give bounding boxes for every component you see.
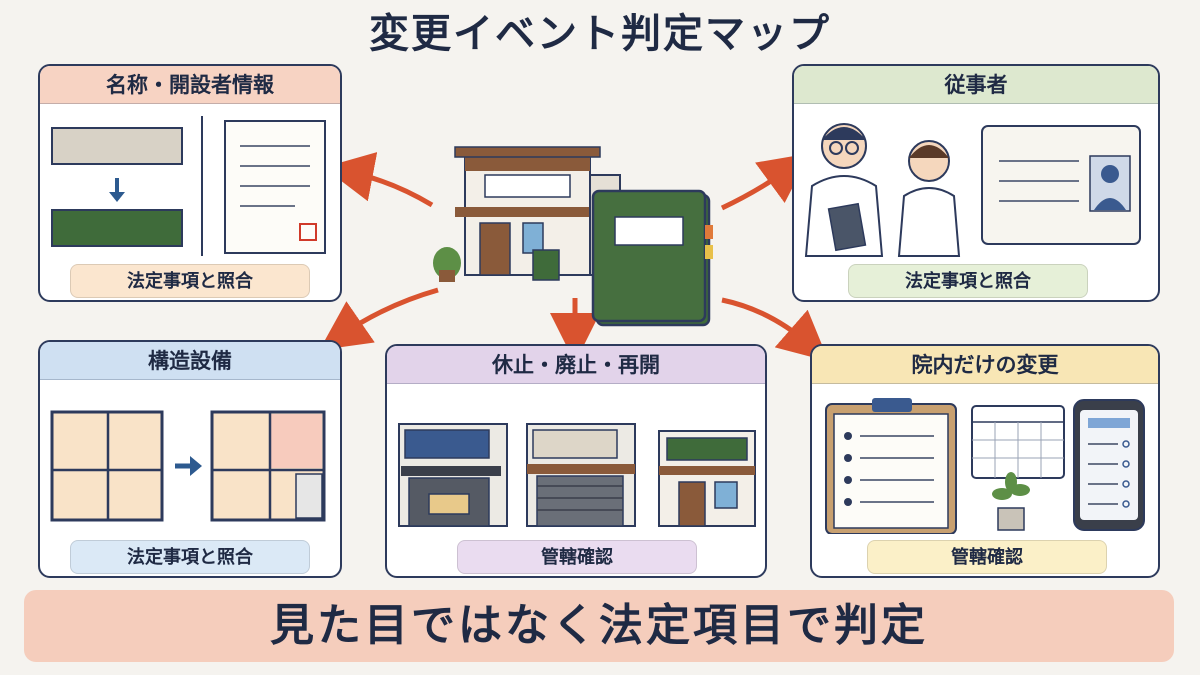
nurse-icon [897,140,961,257]
floor-plan-icon [210,410,326,522]
clipboard-icon [825,398,957,534]
document-icon [224,120,326,254]
card-heading: 構造設備 [40,342,340,380]
page-title: 変更イベント判定マップ [369,11,831,57]
plant-icon [992,472,1030,531]
shop-icon [526,423,636,527]
calendar-icon [971,405,1065,479]
name-change-illustration [51,116,326,256]
clinic-building-and-register [433,146,713,327]
staff-illustration [804,123,1141,257]
card-suspension: 休止・廃止・再開 管轄確認 [385,344,767,578]
pill-legal-check: 法定事項と照合 [70,264,310,298]
card-staff: 従事者 法定事項と照合 [792,64,1160,302]
pill-legal-check: 法定事項と照合 [848,264,1088,298]
internal-change-illustration [825,398,1145,534]
shop-icon [658,430,756,527]
shop-icon [398,423,508,527]
seal-stamp-icon [299,223,317,241]
card-name-founder: 名称・開設者情報 法定事項と照合 [38,64,342,302]
register-book-icon [591,189,713,327]
smartphone-icon [1073,399,1145,531]
arrow-to-staff [720,153,811,211]
pill-jurisdiction-check: 管轄確認 [867,540,1107,574]
floor-plan-icon [50,410,164,522]
pill-legal-check: 法定事項と照合 [70,540,310,574]
arrow-to-name-founder [323,152,434,208]
id-card-icon [981,125,1141,245]
pill-jurisdiction-check: 管轄確認 [457,540,697,574]
card-heading: 休止・廃止・再開 [387,346,765,384]
arrow-to-internal [721,297,829,362]
card-heading: 従事者 [794,66,1158,104]
conclusion-banner: 見た目ではなく法定項目で判定 [24,590,1174,662]
floor-plan-illustration [50,410,326,522]
card-internal: 院内だけの変更 [810,344,1160,578]
card-heading: 名称・開設者情報 [40,66,340,104]
card-structure: 構造設備 法定事項と照合 [38,340,342,578]
card-heading: 院内だけの変更 [812,346,1158,384]
arrow-to-structure [319,287,439,351]
shops-illustration [398,423,756,527]
doctor-icon [804,123,884,257]
